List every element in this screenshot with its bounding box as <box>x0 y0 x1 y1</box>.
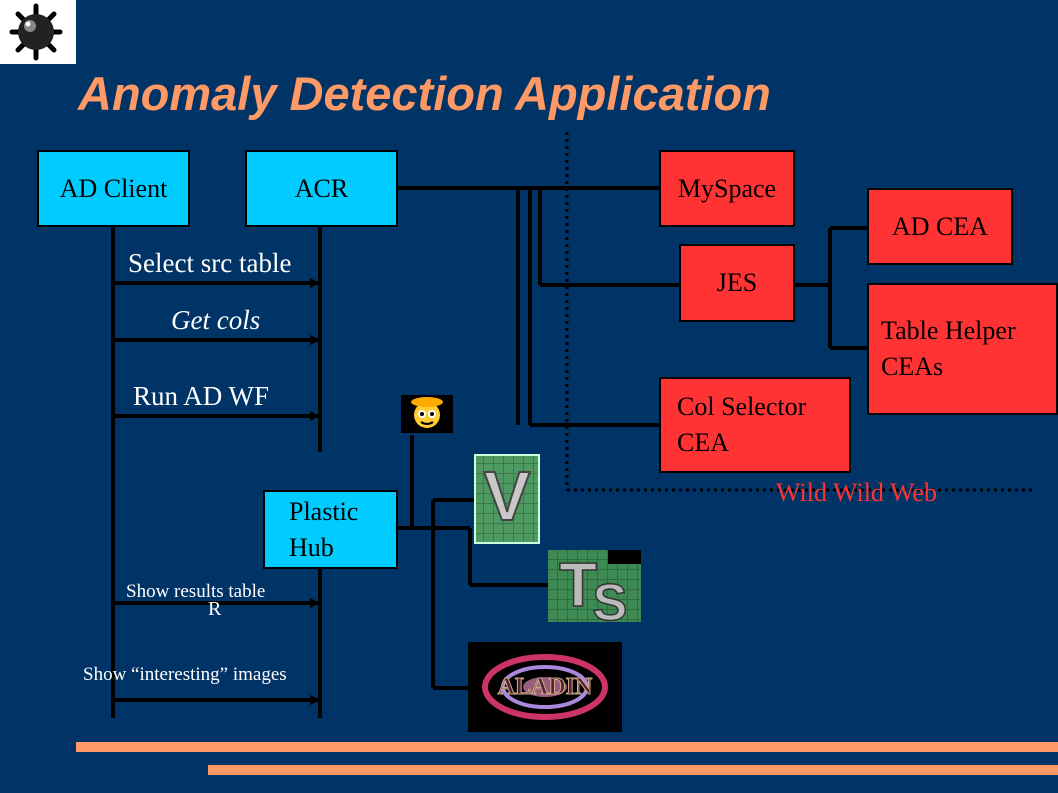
topcat-ts-icon: T S <box>548 550 641 633</box>
footer-bar-upper <box>76 742 1058 752</box>
svg-text:T: T <box>559 551 597 620</box>
stray-r-label: R <box>208 598 222 620</box>
ad-cea-box: AD CEA <box>867 188 1013 265</box>
aladin-icon: ALADIN <box>468 642 622 732</box>
plastic-hub-box: Plastic Hub <box>263 490 398 569</box>
svg-text:V: V <box>484 457 531 535</box>
svg-text:S: S <box>593 574 628 622</box>
page-title: Anomaly Detection Application <box>78 67 771 120</box>
logo <box>0 0 76 64</box>
show-interesting-images-label: Show “interesting” images <box>83 664 287 685</box>
acr-box: ACR <box>245 150 398 227</box>
select-src-table-label: Select src table <box>128 248 292 278</box>
spiky-ball-logo-icon <box>9 3 63 61</box>
get-cols-label: Get cols <box>171 305 261 335</box>
col-selector-cea-box: Col Selector CEA <box>659 377 851 473</box>
wild-wild-web-label: Wild Wild Web <box>776 478 937 507</box>
show-results-table-label: Show results table <box>126 581 266 602</box>
topcat-icon <box>401 395 453 433</box>
run-ad-wf-label: Run AD WF <box>133 381 270 411</box>
votable-viewer-icon: V <box>474 454 540 544</box>
svg-text:ALADIN: ALADIN <box>498 674 593 700</box>
myspace-box: MySpace <box>659 150 795 227</box>
jes-box: JES <box>679 244 795 322</box>
ad-client-box: AD Client <box>37 150 190 227</box>
table-helper-ceas-box: Table Helper CEAs <box>867 283 1058 415</box>
footer-bar-lower <box>208 765 1058 775</box>
